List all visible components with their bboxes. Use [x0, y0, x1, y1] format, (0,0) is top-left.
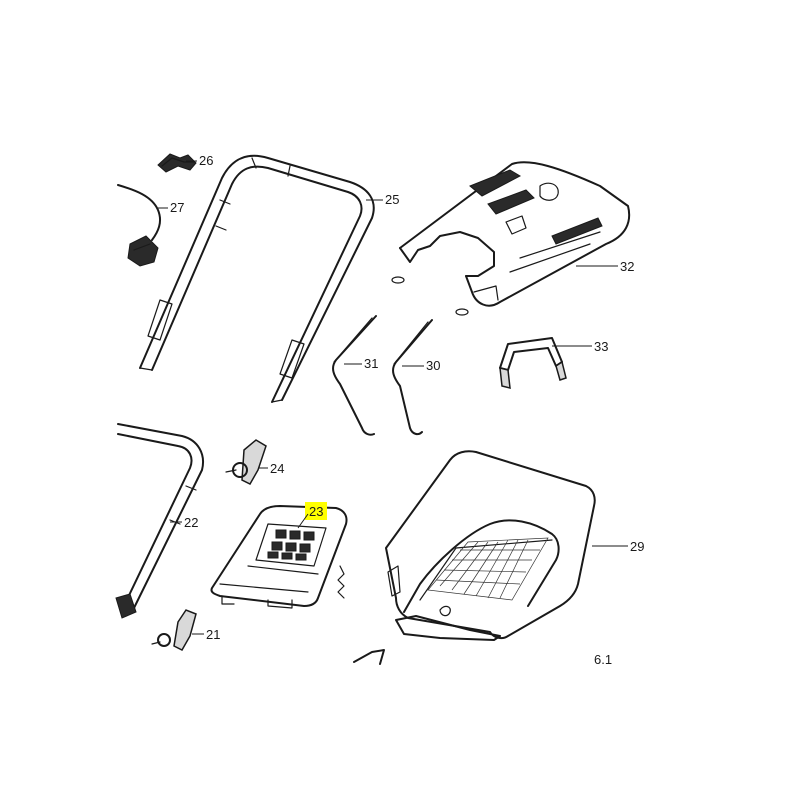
callout-21: 21: [206, 627, 220, 642]
leader-23: [297, 513, 309, 529]
part-21-clamp-lever[interactable]: [151, 609, 197, 651]
partial-part-bottom-left: [353, 649, 385, 665]
callout-23: 23: [309, 504, 323, 519]
part-25-upper-handle[interactable]: [139, 154, 375, 403]
callout-23-highlight: [305, 502, 327, 520]
part-23-control-panel[interactable]: [210, 505, 348, 609]
part-27-cable[interactable]: [117, 184, 162, 267]
catcher-mesh-grid: [427, 537, 549, 601]
callout-26: 26: [199, 153, 213, 168]
part-24-clamp-lever[interactable]: [225, 439, 267, 485]
callout-22: 22: [184, 515, 198, 530]
control-panel-buttons: [267, 529, 315, 561]
part-32-fasteners: [391, 276, 469, 316]
callout-29: 29: [630, 539, 644, 554]
callout-24: 24: [270, 461, 284, 476]
page-reference: 6.1: [594, 652, 612, 667]
callout-33: 33: [594, 339, 608, 354]
callout-31: 31: [364, 356, 378, 371]
part-29-grass-catcher[interactable]: [385, 450, 596, 641]
part-33-catcher-handle[interactable]: [499, 337, 567, 389]
part-31-bail-rod[interactable]: [332, 315, 377, 436]
callout-32: 32: [620, 259, 634, 274]
part-23-spring: [337, 565, 345, 599]
part-30-bail-rod[interactable]: [392, 319, 433, 436]
part-26-clip[interactable]: [157, 153, 197, 173]
part-32-catcher-cover[interactable]: [399, 161, 631, 307]
callout-27: 27: [170, 200, 184, 215]
part-22-lower-handle[interactable]: [115, 423, 204, 619]
callout-30: 30: [426, 358, 440, 373]
callout-25: 25: [385, 192, 399, 207]
